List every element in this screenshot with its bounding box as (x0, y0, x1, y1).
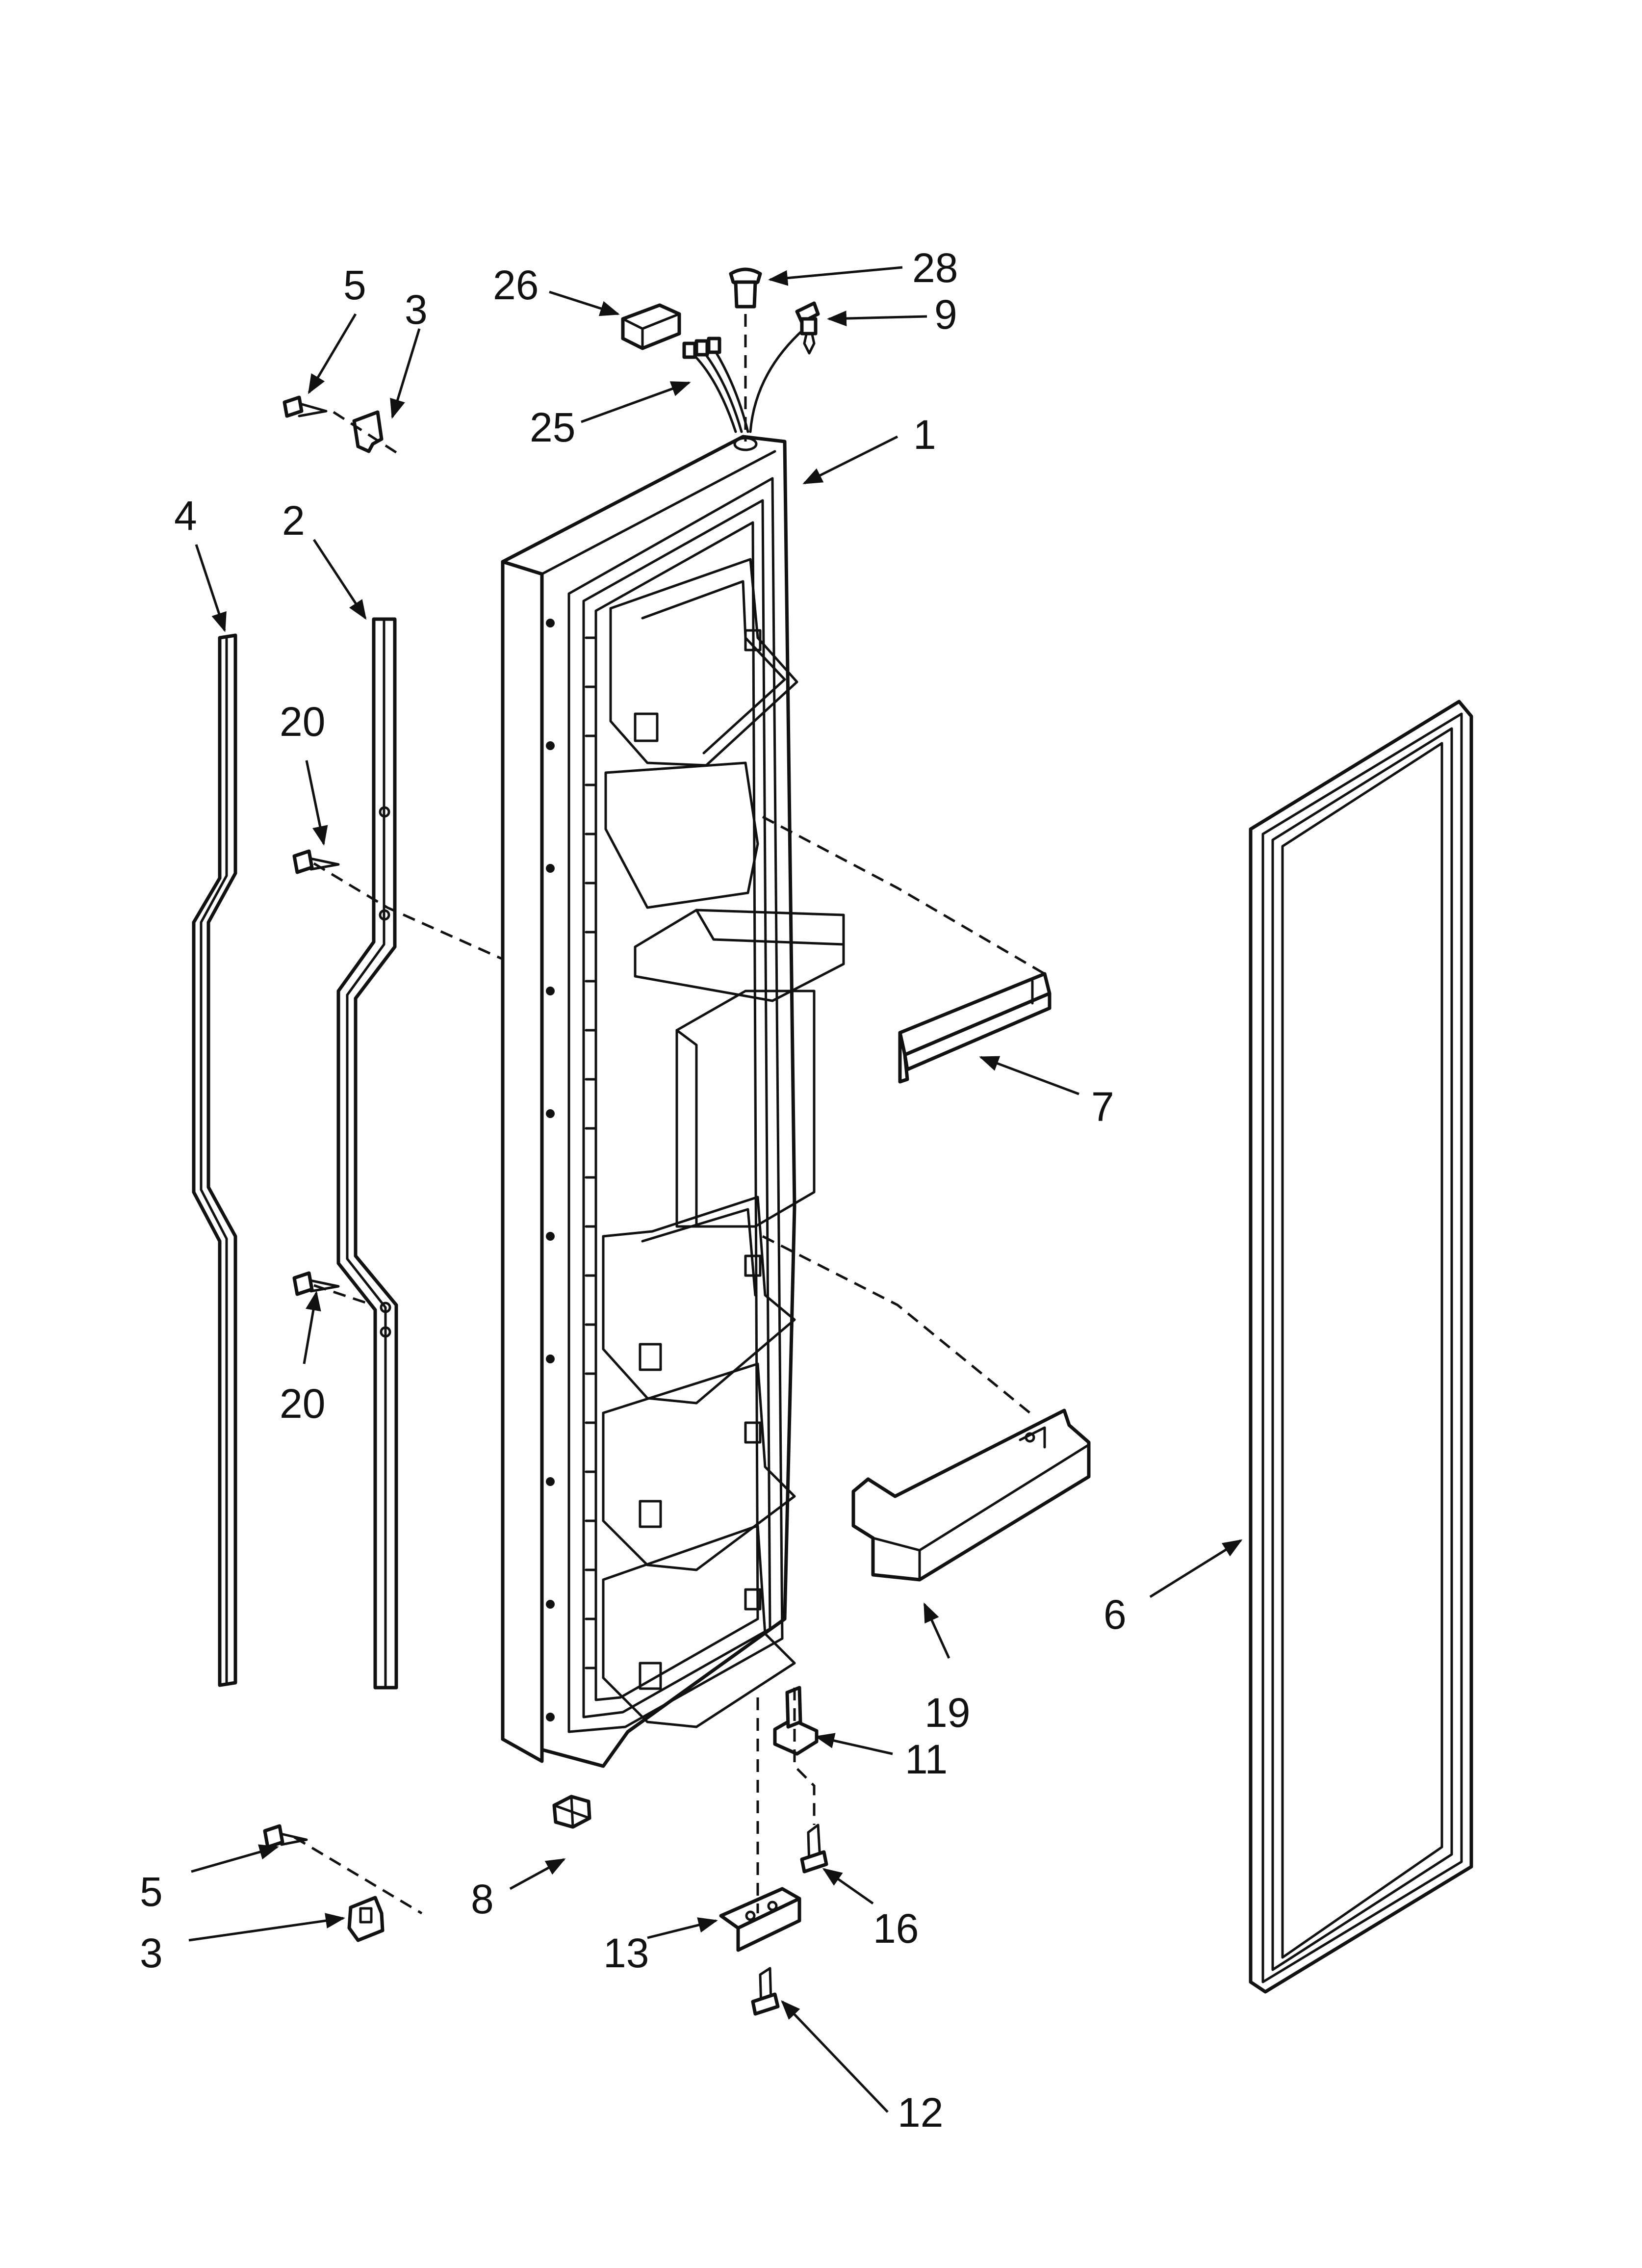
callout-3-bottom: 3 (140, 1930, 163, 1976)
callout-26: 26 (493, 262, 539, 308)
callout-19: 19 (924, 1690, 970, 1736)
callout-5-bottom: 5 (140, 1869, 163, 1915)
callout-5-top: 5 (343, 262, 366, 308)
part-20-screw-bottom (292, 1271, 340, 1296)
callout-labels: 28 26 9 25 1 5 3 4 2 20 20 7 6 19 11 16 … (140, 245, 1127, 2136)
part-28-cap (729, 267, 762, 309)
part-12-screw (751, 1967, 780, 2016)
callout-11: 11 (905, 1736, 948, 1782)
part-2-handle-trim (336, 617, 398, 1690)
callout-16: 16 (873, 1905, 919, 1952)
callout-6: 6 (1103, 1591, 1127, 1638)
alignment-lines (293, 314, 1046, 1915)
part-19-shelf-bin (851, 1408, 1091, 1582)
callout-8: 8 (471, 1876, 494, 1922)
part-1-door-assembly (501, 435, 845, 1768)
part-6-door-gasket (1249, 700, 1473, 1994)
part-25-wire-harness (682, 317, 818, 433)
callout-28: 28 (912, 245, 958, 291)
callout-7: 7 (1091, 1084, 1114, 1130)
door-hinge-holes (546, 619, 555, 1721)
callout-2: 2 (282, 497, 305, 544)
part-16-screw (800, 1824, 828, 1874)
callout-20-top: 20 (280, 699, 325, 745)
part-7-rail (898, 972, 1052, 1084)
part-26-connector (621, 303, 681, 350)
part-5-screw-bottom (263, 1824, 308, 1849)
leader-lines (188, 266, 1243, 2113)
part-4-trim-strip (192, 633, 237, 1687)
callout-25: 25 (530, 404, 575, 450)
part-3-clip-top (352, 410, 384, 453)
callout-20-bottom: 20 (280, 1381, 325, 1427)
part-8-nut (552, 1795, 591, 1829)
callout-4: 4 (174, 493, 197, 539)
part-13-hinge-plate (719, 1887, 801, 1952)
part-3-clip-bottom (347, 1896, 385, 1942)
callout-13: 13 (603, 1930, 649, 1976)
callout-9: 9 (934, 291, 957, 338)
part-20-screw-top (292, 849, 340, 874)
callout-1: 1 (913, 412, 936, 458)
callout-3-top: 3 (405, 287, 428, 333)
part-5-screw-top (282, 395, 328, 418)
callout-12: 12 (898, 2089, 943, 2136)
